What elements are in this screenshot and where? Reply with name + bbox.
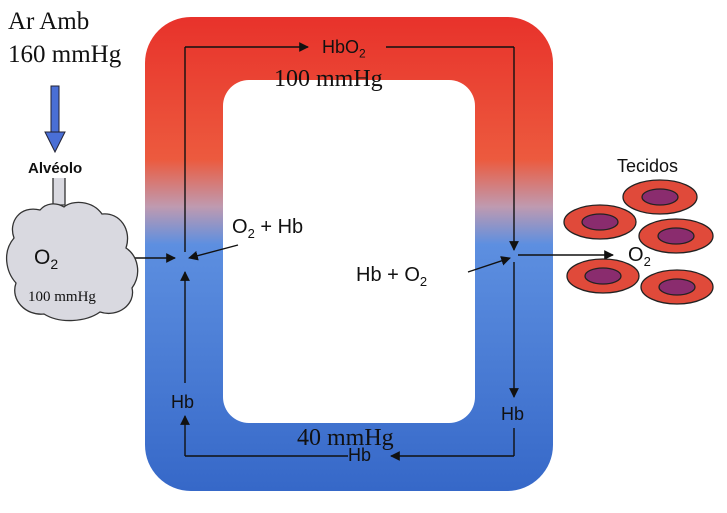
- ambient-pressure: 160 mmHg: [8, 41, 122, 68]
- alveolus-pressure: 100 mmHg: [28, 289, 96, 305]
- left-reaction-sub: 2: [247, 226, 255, 241]
- ambient-arrow: [44, 85, 66, 154]
- tissues-title: Tecidos: [617, 156, 679, 176]
- left-hb-label: Hb: [171, 392, 195, 412]
- ambient-title: Ar Amb: [8, 8, 90, 35]
- red-blood-cell: [638, 218, 714, 254]
- red-blood-cell: [640, 269, 714, 305]
- right-reaction: Hb + O2: [356, 264, 427, 289]
- loop-inner-area: [223, 80, 475, 423]
- right-hb-label: Hb: [501, 404, 525, 424]
- tissue-gas: O2: [628, 244, 651, 269]
- alveolus-gas-symbol: O: [34, 246, 51, 269]
- tissue-gas-symbol: O: [628, 244, 644, 266]
- alveolus-stem: [52, 178, 66, 206]
- top-pressure: 100 mmHg: [274, 66, 383, 92]
- tissue-gas-subscript: 2: [643, 254, 651, 269]
- hbo2-symbol: HbO: [322, 37, 360, 57]
- red-blood-cell: [563, 204, 637, 240]
- tissue-cells: [563, 179, 714, 305]
- alveolus-gas: O2: [34, 246, 58, 272]
- red-blood-cell: [622, 179, 698, 215]
- bottom-pressure: 40 mmHg: [297, 425, 394, 451]
- arrow-o2-to-hb-left: [188, 244, 239, 261]
- red-blood-cell: [566, 258, 640, 294]
- arrow-o2-to-hb-right: [467, 256, 511, 273]
- left-reaction: O2 + Hb: [232, 216, 303, 241]
- right-reaction-o: O: [404, 264, 420, 286]
- hbo2-label: HbO2: [322, 37, 366, 61]
- hbo2-subscript: 2: [359, 46, 366, 61]
- alveolus-title: Alvéolo: [28, 160, 83, 177]
- right-reaction-sub: 2: [419, 274, 428, 289]
- alveolus-gas-subscript: 2: [50, 256, 59, 273]
- bottom-hb-label: Hb: [348, 445, 372, 465]
- left-reaction-rest: + Hb: [254, 216, 304, 238]
- alveolus-sac: [6, 201, 139, 322]
- alveolus: [6, 178, 139, 322]
- left-reaction-o: O: [232, 216, 248, 238]
- right-reaction-pre: Hb +: [356, 264, 405, 286]
